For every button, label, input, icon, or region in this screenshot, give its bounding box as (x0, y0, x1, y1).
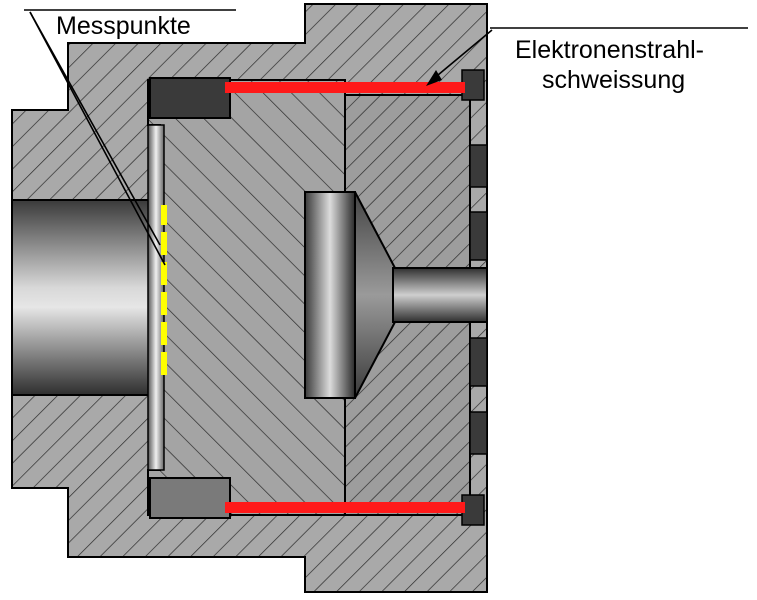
weld-seam-bottom (225, 502, 465, 513)
left-bore (11, 199, 163, 396)
measure-points-label: Messpunkte (56, 12, 191, 40)
weld-seam-top (225, 82, 465, 93)
weld-leader (426, 27, 748, 86)
top-ring-insert (149, 77, 231, 119)
output-shaft (392, 267, 488, 323)
bottom-ring-insert (149, 477, 231, 519)
ebw-label-line2: schweissung (542, 66, 685, 94)
right-edge-blocks (461, 69, 488, 526)
piston-disc (304, 191, 356, 399)
ebw-label-line1: Elektronenstrahl- (515, 36, 704, 64)
measure-leader (24, 9, 236, 266)
